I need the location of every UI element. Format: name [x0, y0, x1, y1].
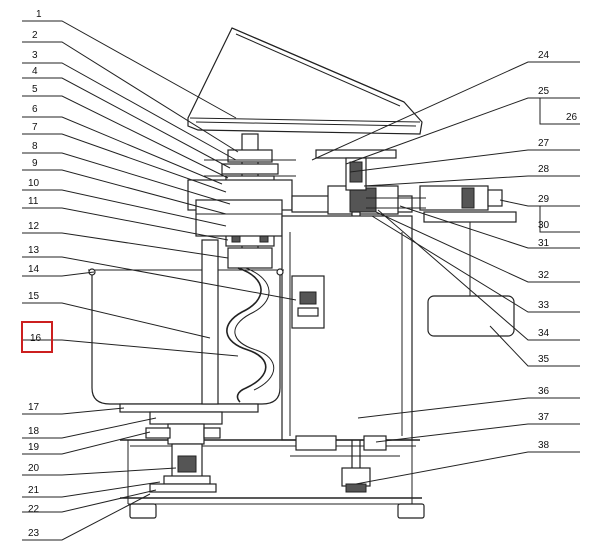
callout-18: 18: [28, 426, 40, 437]
callout-22: 22: [28, 504, 40, 515]
leader-lines: [22, 20, 580, 541]
callout-38: 38: [538, 440, 550, 451]
highlight-box-16: [21, 321, 53, 353]
callout-14: 14: [28, 264, 40, 275]
callout-24: 24: [538, 50, 550, 61]
callout-9: 9: [32, 158, 38, 169]
callout-37: 37: [538, 412, 550, 423]
callout-21: 21: [28, 485, 40, 496]
callout-19: 19: [28, 442, 40, 453]
callouts-right: 24 25 26 27 28 29 30 31 32 33 34 35 36 3…: [538, 50, 578, 451]
callout-31: 31: [538, 238, 550, 249]
callout-30: 30: [538, 220, 550, 231]
callout-20: 20: [28, 463, 40, 474]
callout-11: 11: [28, 196, 39, 207]
callout-25: 25: [538, 86, 550, 97]
callout-17: 17: [28, 402, 40, 413]
callout-34: 34: [538, 328, 550, 339]
callout-15: 15: [28, 291, 40, 302]
callout-2: 2: [32, 30, 38, 41]
callout-4: 4: [32, 66, 38, 77]
callout-27: 27: [538, 138, 550, 149]
callout-6: 6: [32, 104, 38, 115]
motor: [419, 185, 517, 337]
callout-7: 7: [32, 122, 38, 133]
callout-23: 23: [28, 528, 40, 539]
callout-12: 12: [28, 221, 40, 232]
mixer-hood: [187, 27, 423, 135]
bowl-drive-assembly: [145, 411, 223, 493]
callout-36: 36: [538, 386, 550, 397]
callout-10: 10: [28, 178, 40, 189]
mixer-drawing: [88, 27, 517, 519]
callouts-left: 1 2 3 4 5 6 7 8 9 10 11 12 13 14 15 16 1…: [28, 9, 42, 539]
drive-belt: [366, 197, 426, 209]
callout-29: 29: [538, 194, 550, 205]
callout-26: 26: [566, 112, 578, 123]
callout-5: 5: [32, 84, 38, 95]
callout-16: 16: [30, 333, 42, 344]
callout-32: 32: [538, 270, 550, 281]
callout-1: 1: [36, 9, 42, 20]
callout-35: 35: [538, 354, 550, 365]
callout-28: 28: [538, 164, 550, 175]
callout-33: 33: [538, 300, 550, 311]
callout-8: 8: [32, 141, 38, 152]
callout-3: 3: [32, 50, 38, 61]
callout-13: 13: [28, 245, 40, 256]
mixer-frame: [120, 215, 425, 519]
